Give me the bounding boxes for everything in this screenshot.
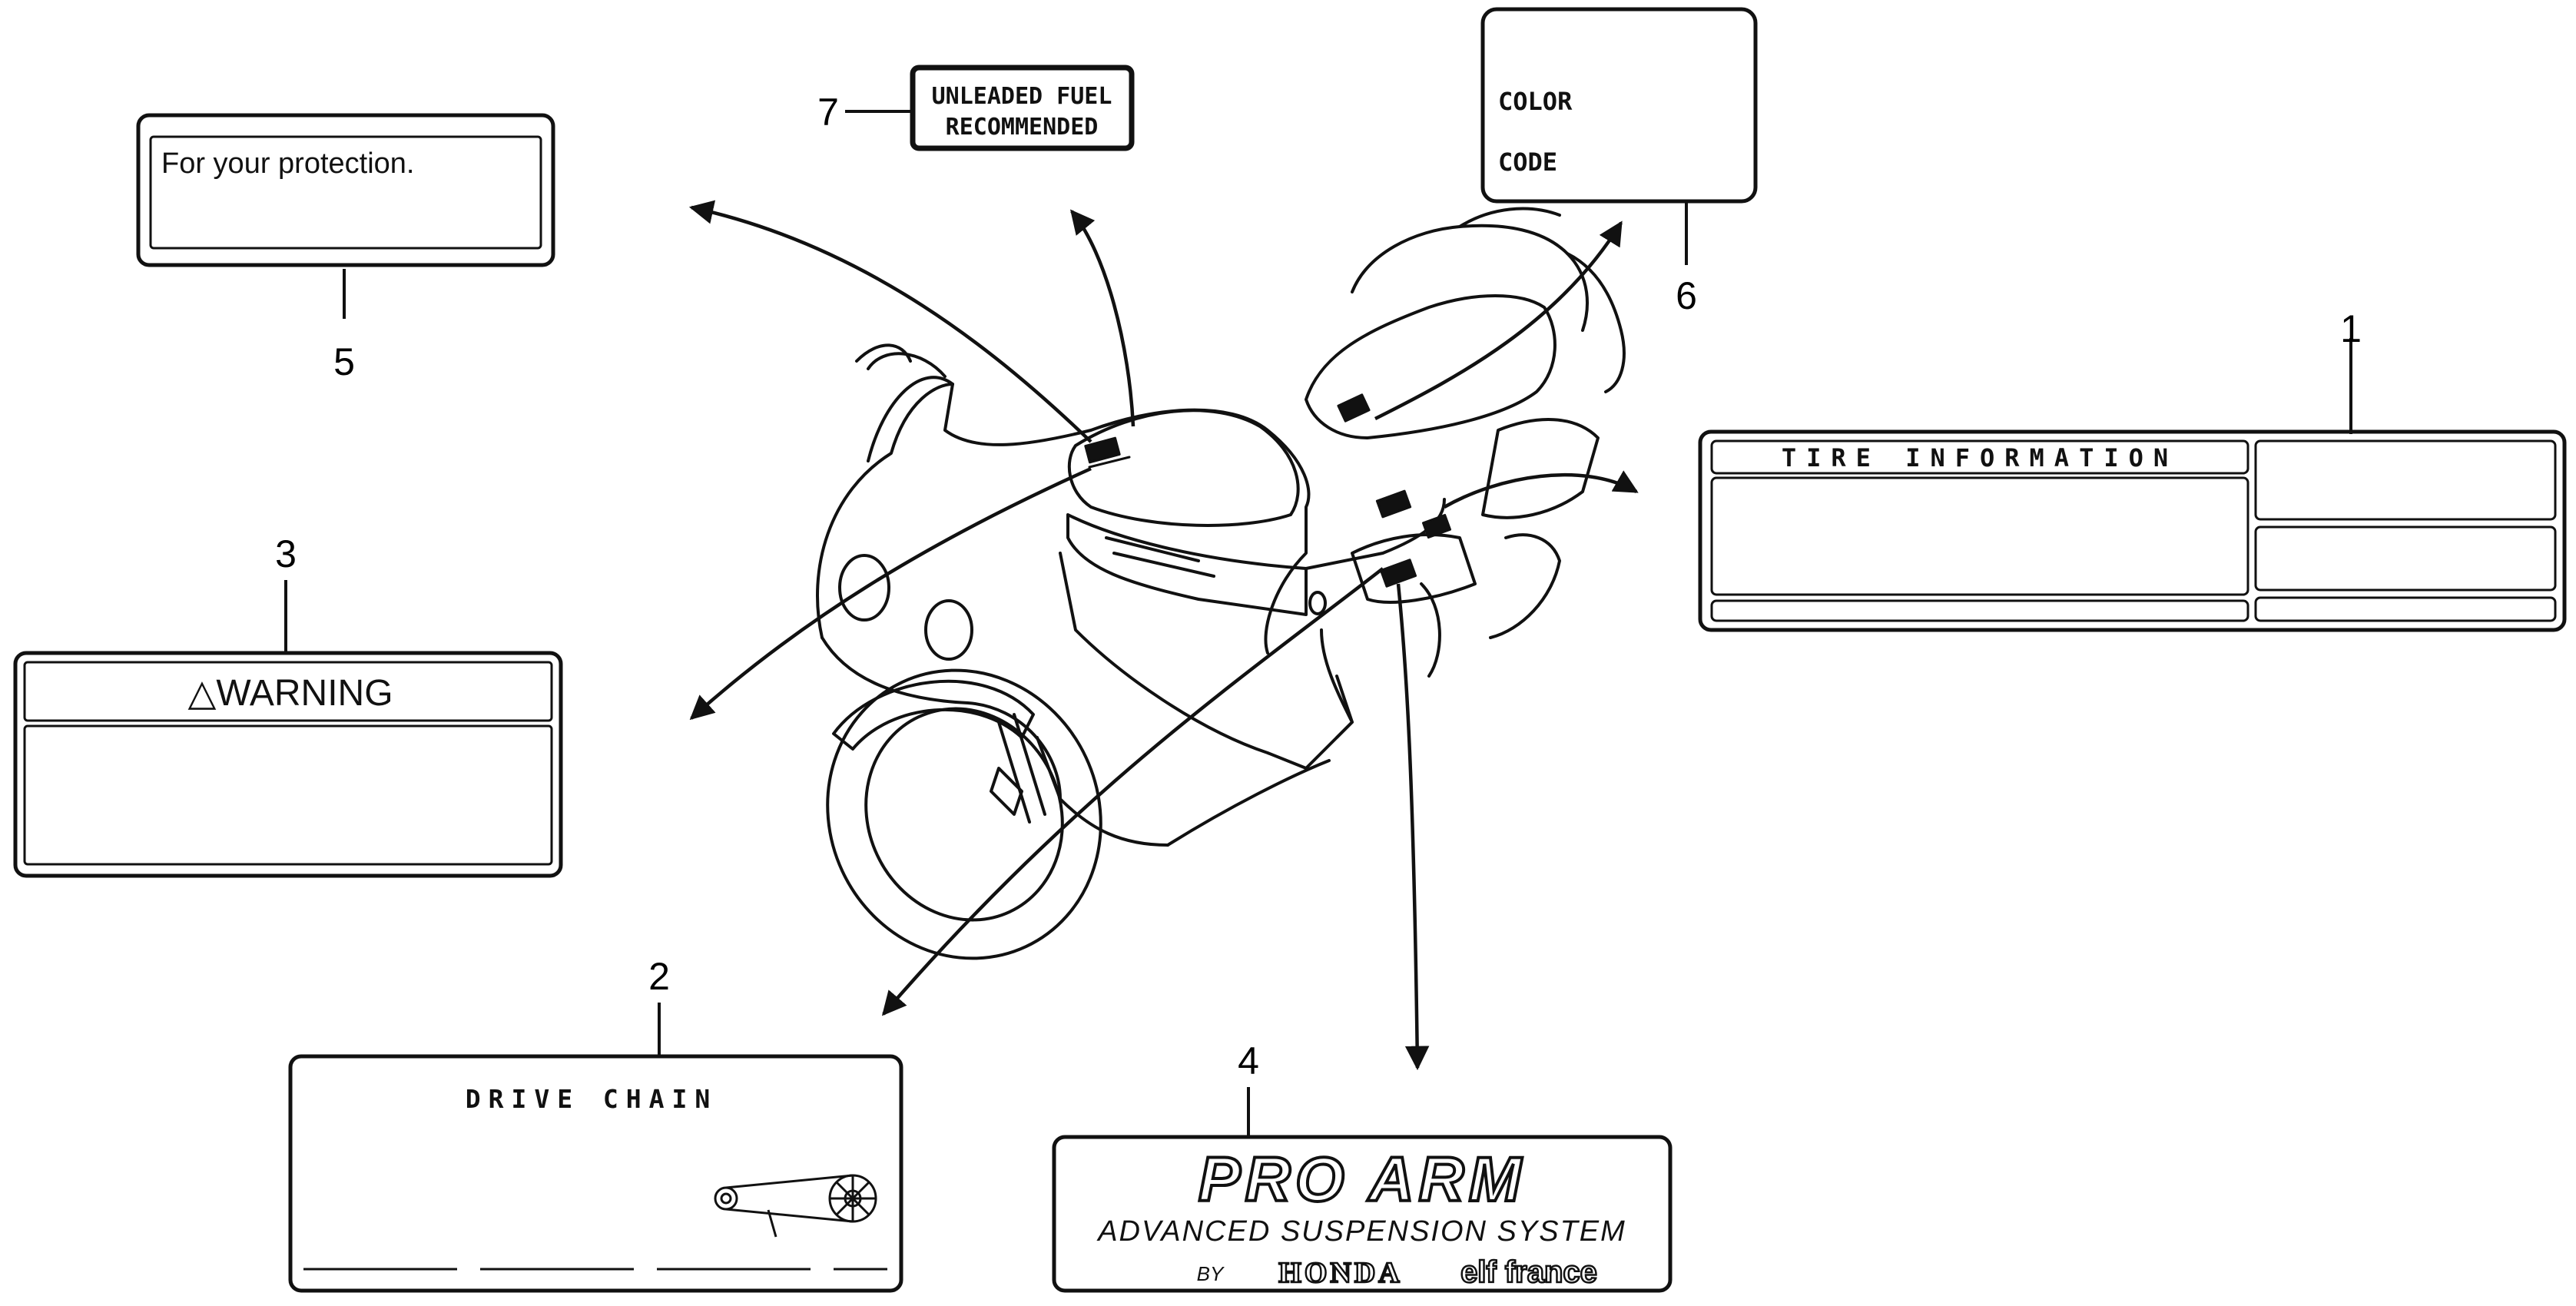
fuel-line-2: RECOMMENDED	[946, 114, 1099, 141]
callout-6: 6	[1676, 274, 1697, 317]
fuel-line-1: UNLEADED FUEL	[932, 83, 1112, 110]
leader-lines	[688, 200, 1639, 1071]
protection-label	[136, 113, 555, 267]
drive-chain-label	[288, 1054, 903, 1293]
color-label-text: COLOR	[1498, 87, 1573, 116]
pro-arm-label	[1052, 1135, 1673, 1293]
code-label-text: CODE	[1498, 148, 1557, 177]
motorcycle-drawing	[816, 207, 1626, 960]
pro-arm-by: BY	[1197, 1262, 1225, 1285]
color-code-label	[1480, 7, 1758, 204]
drive-chain-title: DRIVE CHAIN	[466, 1084, 718, 1114]
warning-title: △WARNING	[187, 673, 393, 714]
elf-france-logo: elf france	[1460, 1255, 1597, 1289]
honda-logo: HONDA	[1278, 1257, 1402, 1289]
callout-7: 7	[817, 91, 839, 134]
callout-3: 3	[275, 532, 297, 575]
unleaded-fuel-label	[910, 65, 1135, 151]
pro-arm-tagline: ADVANCED SUSPENSION SYSTEM	[1096, 1215, 1626, 1248]
callout-5: 5	[333, 340, 355, 383]
callout-2: 2	[648, 955, 670, 998]
callout-lines	[284, 110, 2352, 1137]
protection-text: For your protection.	[161, 148, 414, 180]
tire-information-label	[1698, 429, 2567, 632]
callout-1: 1	[2340, 307, 2362, 350]
chain-sprocket-icon	[714, 1174, 877, 1238]
warning-label	[13, 651, 563, 878]
pro-arm-logo: PRO ARM	[1198, 1145, 1526, 1215]
callout-4: 4	[1238, 1039, 1259, 1082]
tire-information-title: TIRE INFORMATION	[1782, 443, 2178, 472]
